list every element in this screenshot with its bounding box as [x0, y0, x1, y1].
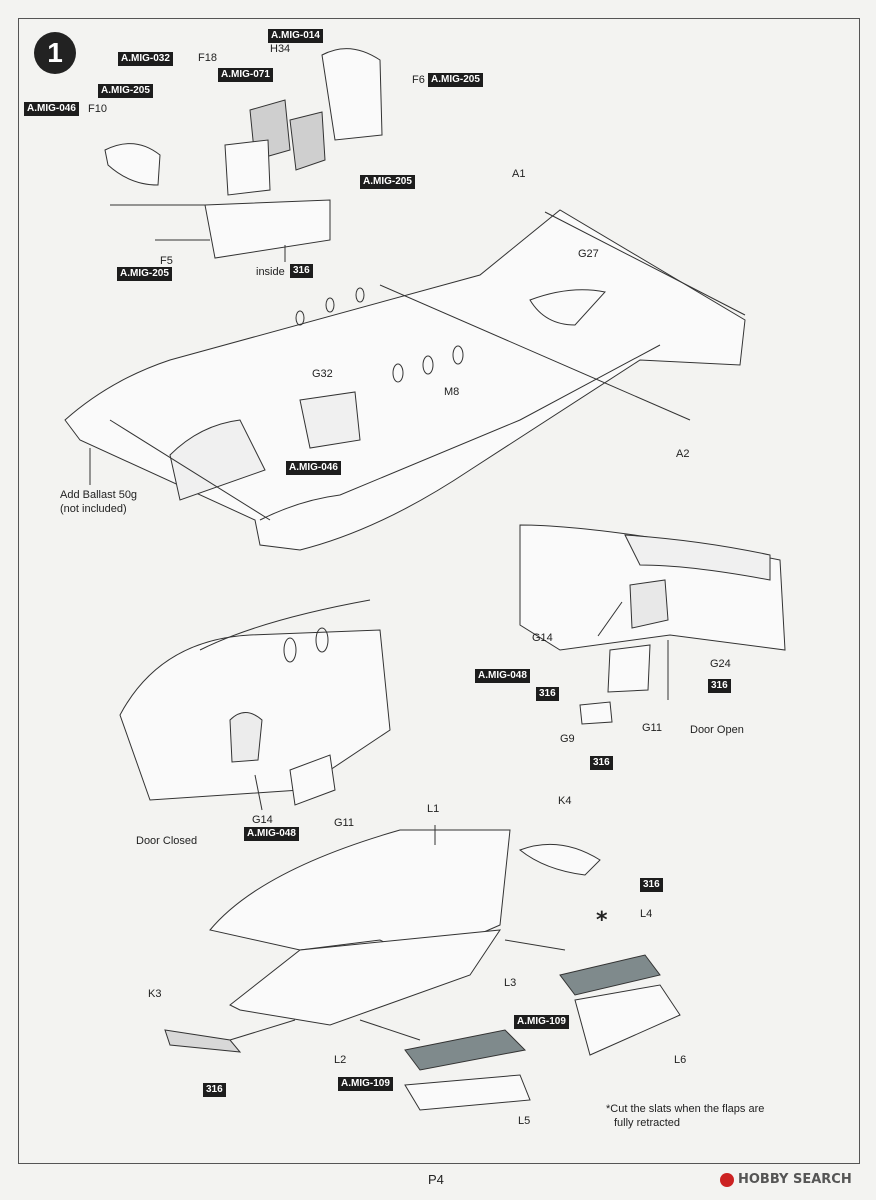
step-number-badge: 1 [34, 32, 76, 74]
part-label-l6: L6 [674, 1054, 687, 1066]
watermark-logo-icon [720, 1172, 734, 1187]
paint-callout-mig071: A.MIG-071 [218, 68, 273, 82]
part-label-g27: G27 [578, 248, 599, 260]
paint-callout-mig109-left: A.MIG-109 [338, 1077, 393, 1091]
paint-callout-mig048-left: A.MIG-048 [244, 827, 299, 841]
paint-callout-mig109-right: A.MIG-109 [514, 1015, 569, 1029]
part-label-f6: F6 [412, 74, 425, 86]
door-open-caption: Door Open [690, 724, 744, 736]
color-code-316: 316 [536, 687, 559, 701]
paint-callout-mig205-f6: A.MIG-205 [428, 73, 483, 87]
part-label-a1: A1 [512, 168, 526, 180]
part-label-g32: G32 [312, 368, 333, 380]
part-label-h34: H34 [270, 43, 291, 55]
page-number: P4 [428, 1172, 444, 1187]
part-label-k3: K3 [148, 988, 162, 1000]
part-label-l5: L5 [518, 1115, 531, 1127]
part-label-l1: L1 [427, 803, 440, 815]
door-closed-drawing [119, 599, 391, 811]
paint-callout-mig205-f5: A.MIG-205 [117, 267, 172, 281]
slat-cut-marker: * [596, 908, 608, 933]
part-label-g11: G11 [642, 722, 662, 734]
part-label-g9: G9 [560, 733, 575, 745]
color-code-316: 316 [290, 264, 313, 278]
paint-callout-mig046: A.MIG-046 [24, 102, 79, 116]
part-label-f5: F5 [160, 255, 173, 267]
color-code-316: 316 [640, 878, 663, 892]
part-label-g14: G14 [532, 632, 553, 644]
fuselage-drawing [64, 209, 746, 551]
part-label-f10: F10 [88, 103, 107, 115]
wing-drawing [164, 825, 681, 1111]
cockpit-assembly-drawing [104, 48, 383, 262]
paint-callout-mig014: A.MIG-014 [268, 29, 323, 43]
part-label-l4: L4 [640, 908, 653, 920]
part-label-l3: L3 [504, 977, 517, 989]
paint-callout-mig048-right: A.MIG-048 [475, 669, 530, 683]
ballast-note-line1: Add Ballast 50g [60, 489, 138, 501]
inside-note: inside [256, 266, 285, 278]
part-label-l2: L2 [334, 1054, 347, 1066]
slat-note-line1: *Cut the slats when the flaps are [606, 1103, 765, 1115]
door-closed-caption: Door Closed [136, 835, 198, 847]
color-code-316: 316 [203, 1083, 226, 1097]
part-label-k4: K4 [558, 795, 572, 807]
part-label-g24: G24 [710, 658, 731, 670]
color-code-316: 316 [708, 679, 731, 693]
paint-callout-mig205: A.MIG-205 [98, 84, 153, 98]
paint-callout-mig032: A.MIG-032 [118, 52, 173, 66]
part-label-g11: G11 [334, 817, 354, 829]
door-open-drawing [519, 524, 786, 725]
page-frame [18, 18, 860, 1164]
part-label-g14: G14 [252, 814, 273, 826]
part-label-a2: A2 [676, 448, 690, 460]
ballast-note-line2: (not included) [60, 503, 127, 515]
paint-callout-mig046-mid: A.MIG-046 [286, 461, 341, 475]
part-label-m8: M8 [444, 386, 460, 398]
part-label-f18: F18 [198, 52, 217, 64]
watermark: HOBBY SEARCH [720, 1172, 852, 1187]
watermark-text: HOBBY SEARCH [738, 1172, 852, 1187]
slat-note-line2: fully retracted [614, 1117, 681, 1129]
paint-callout-mig205-right: A.MIG-205 [360, 175, 415, 189]
color-code-316: 316 [590, 756, 613, 770]
